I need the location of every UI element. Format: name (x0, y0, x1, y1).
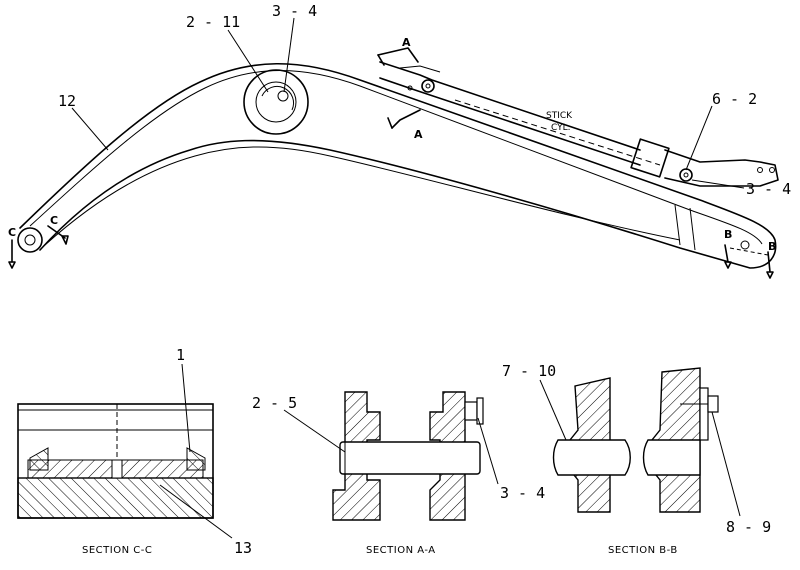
svg-text:2 - 11: 2 - 11 (186, 13, 240, 31)
svg-text:B: B (724, 228, 732, 241)
section-a-a (332, 391, 484, 521)
callout-13: 13 (159, 484, 252, 557)
svg-text:1: 1 (176, 346, 185, 364)
callout-2-11: 2 - 11 (186, 13, 269, 93)
callout-7-10: 7 - 10 (502, 362, 567, 441)
svg-text:3 - 4: 3 - 4 (272, 2, 317, 20)
callout-1: 1 (176, 346, 191, 453)
svg-text:3 - 4: 3 - 4 (746, 180, 791, 198)
section-marker-a: A A (377, 36, 423, 141)
section-a-a-title: SECTION A-A (366, 545, 436, 556)
svg-text:7 - 10: 7 - 10 (502, 362, 556, 380)
svg-text:C: C (50, 214, 58, 227)
callout-3-4-top: 3 - 4 (272, 2, 317, 93)
stick-cyl-label: STICK CYL. (546, 111, 573, 133)
svg-text:6 - 2: 6 - 2 (712, 90, 757, 108)
svg-text:2 - 5: 2 - 5 (252, 394, 297, 412)
section-marker-c: C C (8, 214, 69, 269)
svg-text:C: C (8, 226, 16, 239)
svg-text:12: 12 (58, 92, 76, 110)
svg-text:8 - 9: 8 - 9 (726, 518, 771, 536)
section-b-b-title: SECTION B-B (608, 545, 678, 556)
svg-text:13: 13 (234, 539, 252, 557)
callout-2-5: 2 - 5 (252, 394, 346, 453)
callout-3-4-right: 3 - 4 (691, 179, 791, 198)
callout-6-2: 6 - 2 (685, 90, 757, 171)
section-c-c-title: SECTION C-C (82, 545, 152, 556)
svg-text:STICK: STICK (546, 111, 573, 121)
svg-text:A: A (414, 128, 423, 141)
callout-8-9: 8 - 9 (711, 411, 771, 536)
callout-12: 12 (58, 92, 109, 151)
svg-text:B: B (768, 240, 776, 253)
section-b-b (552, 367, 719, 513)
svg-text:CYL.: CYL. (551, 123, 571, 133)
svg-text:A: A (402, 36, 411, 49)
svg-text:3 - 4: 3 - 4 (500, 484, 545, 502)
section-marker-b: B B (724, 228, 776, 279)
boom-outline (17, 62, 777, 269)
callout-3-4-aa: 3 - 4 (477, 417, 545, 502)
stick-cylinder (379, 61, 779, 187)
section-c-c (17, 403, 214, 519)
